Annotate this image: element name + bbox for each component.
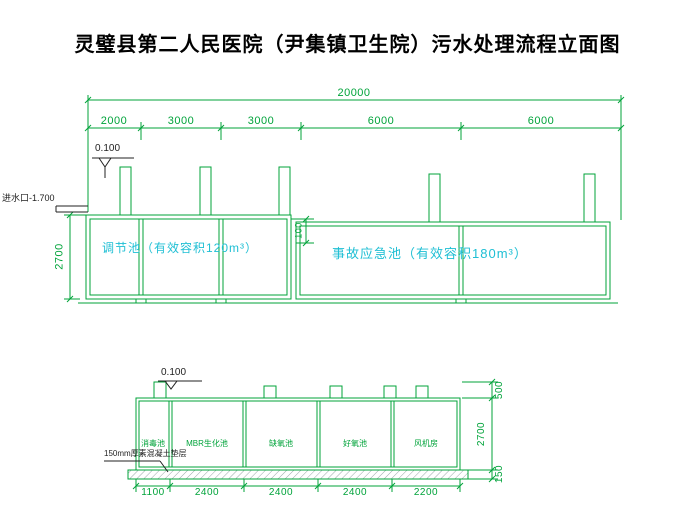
- left-tank-label: 调节池（有效容积120m³）: [102, 241, 259, 255]
- top-level-symbol: [92, 157, 134, 178]
- base-note: 150mm厚素混凝土垫层: [104, 449, 187, 458]
- compartment-label-4: 好氧池: [343, 439, 367, 448]
- dim-overall-top: 20000: [337, 87, 371, 99]
- dim-depth-left: 2700: [53, 243, 66, 270]
- inlet-label: 进水口-1.700: [2, 193, 55, 203]
- dim-bottom-3: 2400: [268, 487, 294, 498]
- compartment-label-5: 风机房: [414, 439, 438, 448]
- dim-segment-3: 3000: [247, 115, 275, 127]
- compartment-label-3: 缺氧池: [269, 439, 293, 448]
- dim-bottom-5: 2200: [413, 487, 439, 498]
- dim-segment-2: 3000: [167, 115, 195, 127]
- compartment-label-2: MBR生化池: [186, 439, 228, 448]
- top-tanks-outline: [78, 166, 618, 304]
- dim-right-500: 500: [494, 380, 505, 400]
- drawing-title: 灵璧县第二人民医院（尹集镇卫生院）污水处理流程立面图: [74, 34, 621, 56]
- bottom-structure-outline: [127, 381, 469, 480]
- compartment-label-1: 消毒池: [141, 439, 165, 448]
- inlet-pipe: [55, 205, 88, 213]
- dim-offset-100: 100: [293, 222, 304, 239]
- dim-segment-1: 2000: [100, 115, 128, 127]
- dim-segment-4: 6000: [367, 115, 395, 127]
- dim-bottom-1: 1100: [141, 487, 165, 498]
- level-mark-top: 0.100: [95, 143, 121, 154]
- dim-right-2700: 2700: [476, 421, 487, 447]
- dim-bottom-4: 2400: [342, 487, 368, 498]
- dim-right-150: 150: [494, 464, 505, 484]
- dim-bottom-2: 2400: [194, 487, 220, 498]
- level-mark-bottom: 0.100: [161, 367, 187, 378]
- base-note-leader: [104, 460, 169, 473]
- bottom-level-symbol: [158, 380, 202, 390]
- bottom-dimension-lines: [132, 378, 498, 492]
- right-tank-label: 事故应急池（有效容积180m³）: [332, 246, 528, 261]
- top-dimension-lines: [64, 95, 625, 303]
- dim-segment-5: 6000: [527, 115, 555, 127]
